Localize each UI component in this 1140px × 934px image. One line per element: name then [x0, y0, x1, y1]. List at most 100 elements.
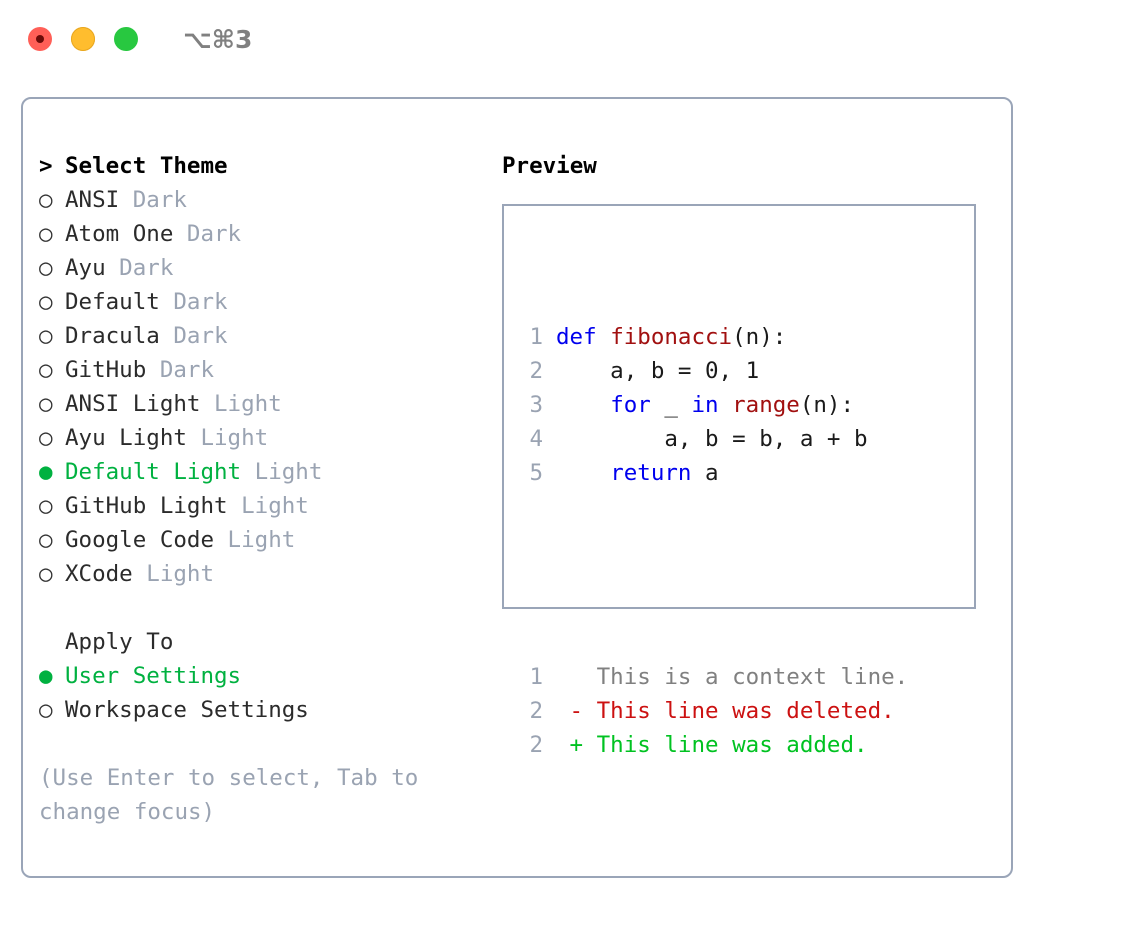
theme-name: Default Light [65, 459, 242, 485]
theme-list-item[interactable]: ○Dracula Dark [39, 319, 479, 353]
theme-list-item[interactable]: ○GitHub Dark [39, 353, 479, 387]
code-line: 3 for _ in range(n): [517, 388, 908, 422]
code-token: for [610, 392, 651, 418]
gutter-spacer [543, 320, 556, 354]
close-window-button[interactable] [28, 27, 52, 51]
theme-list: ○ANSI Dark○Atom One Dark○Ayu Dark○Defaul… [39, 183, 479, 591]
theme-list-item[interactable]: ○ANSI Light Light [39, 387, 479, 421]
theme-category: Light [241, 459, 323, 485]
line-number: 2 [529, 732, 543, 758]
theme-category: Light [214, 527, 296, 553]
theme-list-item[interactable]: ○ Atom One Dark [39, 217, 479, 251]
theme-name: Ayu Light [65, 425, 187, 451]
section-spacer [39, 591, 479, 625]
theme-name: GitHub Light [65, 493, 228, 519]
apply-to-item[interactable]: ● User Settings [39, 659, 479, 693]
radio-unselected-icon[interactable]: ○ [39, 493, 53, 519]
theme-list-item[interactable]: ○XCode Light [39, 557, 479, 591]
code-token: fibonacci [610, 324, 733, 350]
gutter-spacer [543, 388, 556, 422]
minimize-window-button[interactable] [71, 27, 95, 51]
maximize-window-button[interactable] [114, 27, 138, 51]
select-theme-header: > Select Theme [39, 149, 479, 183]
line-number: 2 [529, 698, 543, 724]
radio-unselected-icon[interactable]: ○ [39, 187, 53, 213]
theme-list-item[interactable]: ● Default Light Light [39, 455, 479, 489]
code-token: _ [650, 392, 692, 418]
line-number: 3 [529, 392, 543, 418]
theme-name: Default [65, 289, 160, 315]
code-token: a, b = b, a + b [556, 426, 868, 452]
keyboard-shortcut-label: ⌥⌘3 [183, 24, 253, 54]
preview-column: Preview 1 def fibonacci(n):2 a, b = 0, 1… [502, 149, 982, 758]
radio-unselected-icon[interactable]: ○ [39, 255, 53, 281]
gutter-spacer [543, 728, 556, 762]
keyboard-hint-text: (Use Enter to select, Tab to change focu… [39, 765, 432, 825]
radio-selected-icon[interactable]: ● [39, 663, 53, 689]
gutter-spacer [543, 422, 556, 456]
diff-sign: - [556, 698, 597, 724]
gutter-spacer [543, 694, 556, 728]
apply-to-label: User Settings [65, 663, 242, 689]
caret-icon: > [39, 153, 53, 179]
radio-unselected-icon[interactable]: ○ [39, 323, 53, 349]
code-token: in [691, 392, 719, 418]
apply-to-item[interactable]: ○ Workspace Settings [39, 693, 479, 727]
diff-line: 1 This is a context line. [517, 660, 908, 694]
diff-sign: + [556, 732, 597, 758]
gutter-spacer [543, 354, 556, 388]
code-line: 4 a, b = b, a + b [517, 422, 908, 456]
code-token: range [732, 392, 800, 418]
code-line: 5 return a [517, 456, 908, 490]
theme-list-item[interactable]: ○ Google Code Light [39, 523, 479, 557]
theme-name: Atom One [65, 221, 174, 247]
line-number: 1 [529, 324, 543, 350]
radio-unselected-icon[interactable]: ○ [39, 561, 53, 587]
diff-sign [556, 664, 597, 690]
diff-line: 2 + This line was added. [517, 728, 908, 762]
theme-name: GitHub [65, 357, 147, 383]
theme-selector-column: > Select Theme ○ANSI Dark○Atom One Dark○… [39, 149, 479, 829]
apply-to-list: ● User Settings ○ Workspace Settings [39, 659, 479, 727]
line-number: 2 [529, 358, 543, 384]
diff-text: This line was deleted. [596, 698, 895, 724]
code-line: 2 a, b = 0, 1 [517, 354, 908, 388]
theme-list-item[interactable]: ○Default Dark [39, 285, 479, 319]
code-token: (n): [799, 392, 855, 418]
radio-unselected-icon[interactable]: ○ [39, 425, 53, 451]
select-theme-header-label: Select Theme [65, 153, 228, 179]
theme-list-item[interactable]: ○Ayu Dark [39, 251, 479, 285]
radio-unselected-icon[interactable]: ○ [39, 527, 53, 553]
window-controls [28, 27, 138, 51]
radio-unselected-icon[interactable]: ○ [39, 221, 53, 247]
apply-to-header: ○ Apply To [39, 625, 479, 659]
code-token [597, 324, 611, 350]
theme-category: Dark [159, 323, 228, 349]
theme-category: Dark [173, 221, 242, 247]
radio-unselected-icon[interactable]: ○ [39, 697, 53, 723]
radio-unselected-icon[interactable]: ○ [39, 289, 53, 315]
line-number: 4 [529, 426, 543, 452]
code-token: return [610, 460, 692, 486]
main-panel: > Select Theme ○ANSI Dark○Atom One Dark○… [21, 97, 1013, 878]
theme-list-item[interactable]: ○GitHub Light Light [39, 489, 479, 523]
theme-list-item[interactable]: ○Ayu Light Light [39, 421, 479, 455]
theme-name: Google Code [65, 527, 215, 553]
radio-unselected-icon[interactable]: ○ [39, 391, 53, 417]
theme-name: ANSI [65, 187, 120, 213]
code-line: 1 def fibonacci(n): [517, 320, 908, 354]
theme-name: Ayu [65, 255, 106, 281]
theme-name: XCode [65, 561, 133, 587]
theme-list-item[interactable]: ○ANSI Dark [39, 183, 479, 217]
title-bar: ⌥⌘3 [0, 0, 1140, 78]
apply-to-label: Workspace Settings [65, 697, 309, 723]
radio-unselected-icon[interactable]: ○ [39, 357, 53, 383]
radio-selected-icon[interactable]: ● [39, 459, 53, 485]
diff-text: This line was added. [596, 732, 868, 758]
theme-name: ANSI Light [65, 391, 201, 417]
code-token: a [691, 460, 719, 486]
code-diff-spacer [517, 558, 908, 592]
